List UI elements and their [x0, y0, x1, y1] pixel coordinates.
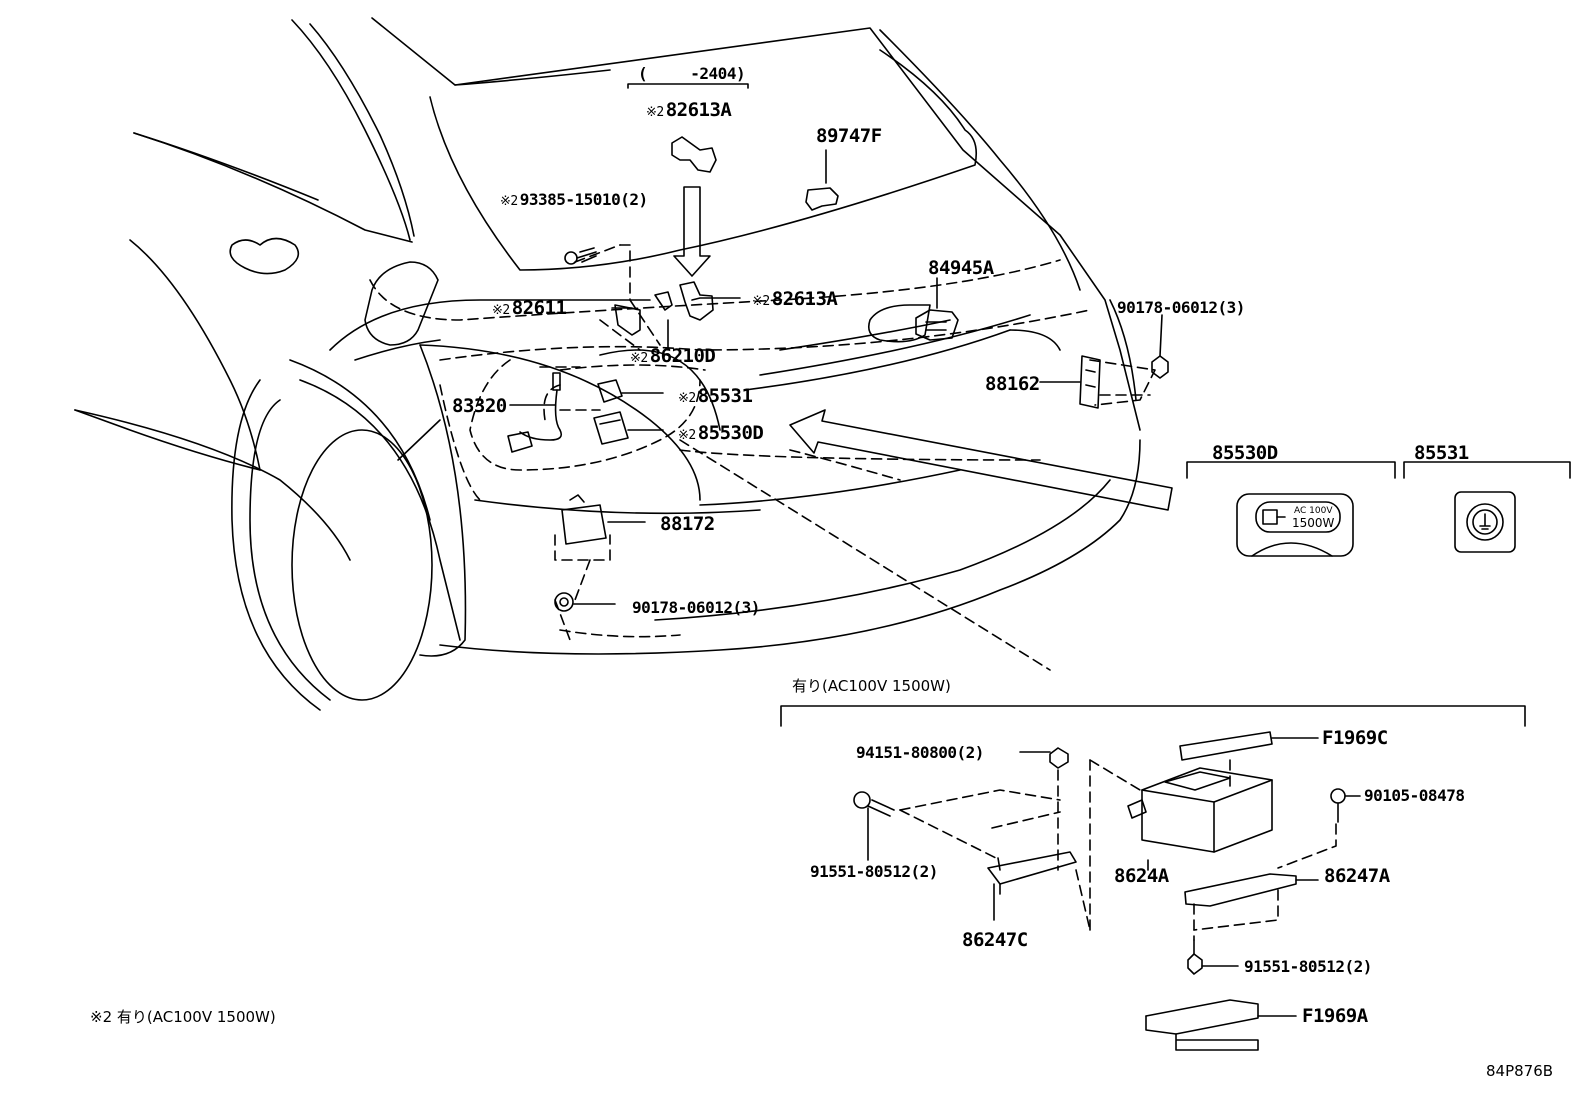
part-number: 86210D: [649, 345, 716, 367]
part-91551-bolt-right: [1187, 939, 1239, 975]
arrow-down: [673, 186, 711, 277]
inset-85531-frame: [1403, 461, 1571, 553]
callout-91551-right: 91551-80512(2): [1244, 957, 1372, 976]
part-90178-nut-bottom: [554, 592, 574, 612]
callout-88172: 88172: [660, 513, 715, 535]
part-88172: [561, 494, 607, 545]
inset-label-85531: 85531: [1414, 442, 1469, 464]
part-91551-bolt-left: [853, 791, 895, 861]
license-recess: [867, 304, 931, 343]
door-handle: [229, 237, 300, 275]
inset-label-85530d: 85530D: [1212, 442, 1278, 464]
part-82613a-top: [671, 136, 717, 173]
part-86247c-bracket: [987, 851, 1077, 921]
part-number: 93385-15010(2): [519, 190, 648, 209]
range-suffix: -2404): [690, 64, 746, 83]
part-number: 85531: [697, 385, 753, 407]
footnote: ※2 有り(AC100V 1500W): [90, 1008, 276, 1026]
dashed-phantom-lines: [369, 244, 1156, 671]
mark: ※2: [678, 428, 696, 443]
outlet-rating-line2: 1500W: [1292, 516, 1335, 530]
part-number: 82613A: [665, 99, 732, 121]
callout-91551-left: 91551-80512(2): [810, 862, 938, 881]
mark: ※2: [492, 303, 510, 318]
part-94151-nut: [1019, 747, 1069, 769]
figure-code: 84P876B: [1486, 1062, 1554, 1080]
detail-title: 有り(AC100V 1500W): [792, 677, 951, 695]
part-84945a: [915, 277, 959, 341]
part-85530d: [593, 411, 629, 445]
mark: ※2: [752, 294, 770, 309]
callout-94151: 94151-80800(2): [856, 743, 984, 762]
part-82613a-mid: [679, 281, 714, 321]
part-83320-cable: [507, 372, 563, 453]
outlet-rating-line1: AC 100V: [1294, 506, 1333, 516]
callout-86247a: 86247A: [1324, 865, 1390, 887]
mark: ※2: [678, 391, 696, 406]
part-number: 82611: [511, 297, 567, 319]
callout-83320: 83320: [452, 395, 507, 417]
fuel-door: [364, 261, 439, 346]
inset-85530d-frame: [1186, 461, 1396, 557]
callout-90178-right: 90178-06012(3): [1117, 298, 1245, 317]
range-label: ( -2404): [638, 64, 746, 84]
part-number: 85530D: [697, 422, 764, 444]
part-82611: [614, 304, 641, 336]
part-86210d: [654, 291, 673, 311]
detail-phantom-lines: [899, 759, 1337, 941]
part-93385-bolt: [564, 247, 597, 265]
leader-lines: [397, 297, 1163, 605]
mark: ※2: [500, 194, 518, 209]
part-89747f: [805, 149, 839, 211]
part-number: 82613A: [771, 288, 838, 310]
mark: ※2: [646, 105, 664, 120]
callout-8624a: 8624A: [1114, 865, 1169, 887]
part-85531: [597, 379, 623, 403]
inset-arrow: [789, 409, 1173, 511]
part-90105-bolt: [1330, 788, 1361, 823]
part-f1969a: [1145, 999, 1297, 1051]
rear-wheel: [231, 359, 461, 711]
part-f1969c: [1179, 731, 1319, 761]
part-86247a-bracket: [1184, 873, 1319, 907]
part-90178-nut-right: [1151, 355, 1169, 379]
range-bracket: [627, 83, 749, 89]
callout-84945a: 84945A: [928, 257, 994, 279]
callout-86247c: 86247C: [962, 929, 1028, 951]
detail-bracket: [780, 705, 1526, 727]
callout-90178-bottom: 90178-06012(3): [632, 598, 760, 617]
callout-89747f: 89747F: [816, 125, 882, 147]
callout-f1969a: F1969A: [1302, 1005, 1368, 1027]
part-88162: [1079, 355, 1101, 409]
callout-90105: 90105-08478: [1364, 786, 1465, 805]
callout-f1969c: F1969C: [1322, 727, 1388, 749]
callout-88162: 88162: [985, 373, 1040, 395]
range-prefix: (: [638, 64, 648, 83]
part-8624a-inverter: [1127, 767, 1273, 871]
mark: ※2: [630, 351, 648, 366]
